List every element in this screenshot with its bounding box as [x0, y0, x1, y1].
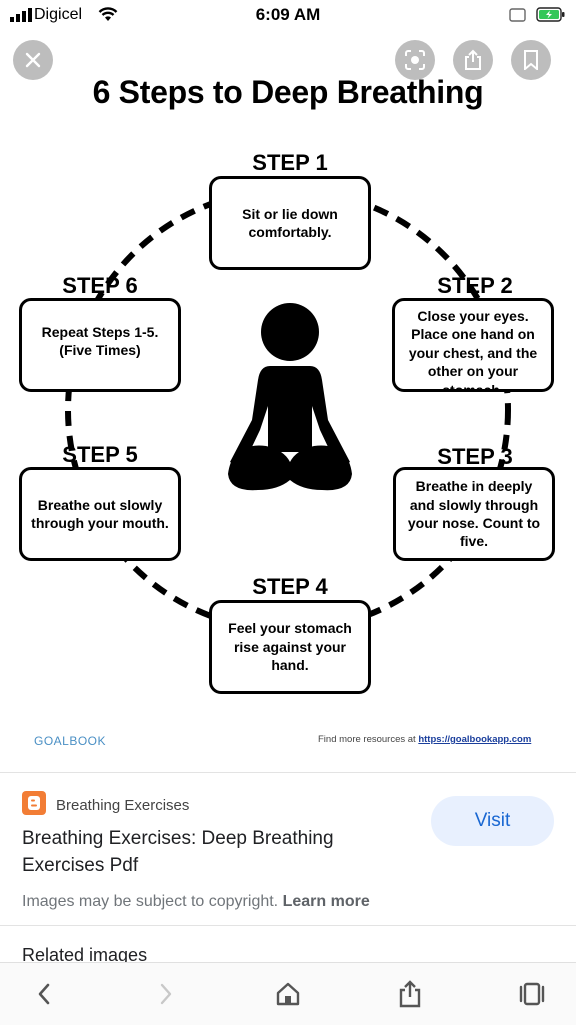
- lens-button[interactable]: [395, 40, 435, 80]
- forward-button[interactable]: [150, 978, 182, 1010]
- close-button[interactable]: [13, 40, 53, 80]
- share-image-button[interactable]: [453, 40, 493, 80]
- panel-divider: [0, 772, 576, 773]
- step-4-label: STEP 4: [252, 574, 328, 599]
- step-2-box: Close your eyes. Place one hand on your …: [392, 298, 554, 392]
- goalbook-logo: GOALBOOK: [34, 734, 107, 748]
- credit-link[interactable]: https://goalbookapp.com: [418, 734, 532, 745]
- step-6-label: STEP 6: [62, 273, 138, 298]
- infographic-title: 6 Steps to Deep Breathing: [92, 74, 484, 110]
- related-images-heading: Related images: [22, 945, 148, 965]
- site-name[interactable]: Breathing Exercises: [56, 797, 190, 814]
- step-2-label: STEP 2: [437, 273, 513, 298]
- meditation-figure-icon: [228, 303, 352, 491]
- home-button[interactable]: [272, 978, 304, 1010]
- share-page-button[interactable]: [394, 978, 426, 1010]
- clock: 6:09 AM: [255, 5, 321, 24]
- home-icon: [276, 982, 300, 1006]
- lens-icon: [405, 50, 425, 70]
- step-4-box: Feel your stomach rise against your hand…: [209, 600, 371, 694]
- copyright-notice: Images may be subject to copyright. Lear…: [22, 893, 370, 911]
- step-1-label: STEP 1: [252, 150, 328, 175]
- back-button[interactable]: [28, 978, 60, 1010]
- carrier-name: Digicel: [34, 6, 83, 23]
- browser-toolbar: [0, 962, 576, 1025]
- tabs-button[interactable]: [516, 978, 548, 1010]
- blogger-icon: [28, 796, 40, 810]
- page-title-link[interactable]: Breathing Exercises: Deep Breathing Exer…: [22, 828, 334, 876]
- step-3-label: STEP 3: [437, 444, 513, 469]
- credit-text: Find more resources at: [318, 734, 416, 745]
- share-icon: [399, 980, 421, 1008]
- bookmark-button[interactable]: [511, 40, 551, 80]
- step-5-label: STEP 5: [62, 442, 138, 467]
- forward-icon: [160, 983, 172, 1005]
- step-6-box: Repeat Steps 1-5. (Five Times): [19, 298, 181, 392]
- share-icon: [465, 49, 481, 70]
- step-5-box: Breathe out slowly through your mouth.: [19, 467, 181, 561]
- site-favicon: [22, 791, 46, 815]
- visit-button[interactable]: Visit: [431, 796, 554, 846]
- step-3-box: Breathe in deeply and slowly through you…: [393, 467, 555, 561]
- step-1-box: Sit or lie down comfortably.: [209, 176, 371, 270]
- related-divider: [0, 925, 576, 926]
- screen-record-icon: [509, 8, 526, 22]
- tabs-icon: [519, 982, 545, 1006]
- back-icon: [38, 983, 50, 1005]
- resource-credit: Find more resources at https://goalbooka…: [318, 734, 531, 745]
- copyright-text: Images may be subject to copyright.: [22, 893, 279, 910]
- signal-icon: [10, 8, 32, 22]
- bookmark-icon: [524, 50, 538, 70]
- status-bar: Digicel 6:09 AM: [0, 0, 576, 32]
- close-icon: [25, 52, 41, 68]
- wifi-icon: [98, 7, 118, 21]
- learn-more-link[interactable]: Learn more: [282, 893, 370, 910]
- battery-charging-icon: [536, 7, 565, 22]
